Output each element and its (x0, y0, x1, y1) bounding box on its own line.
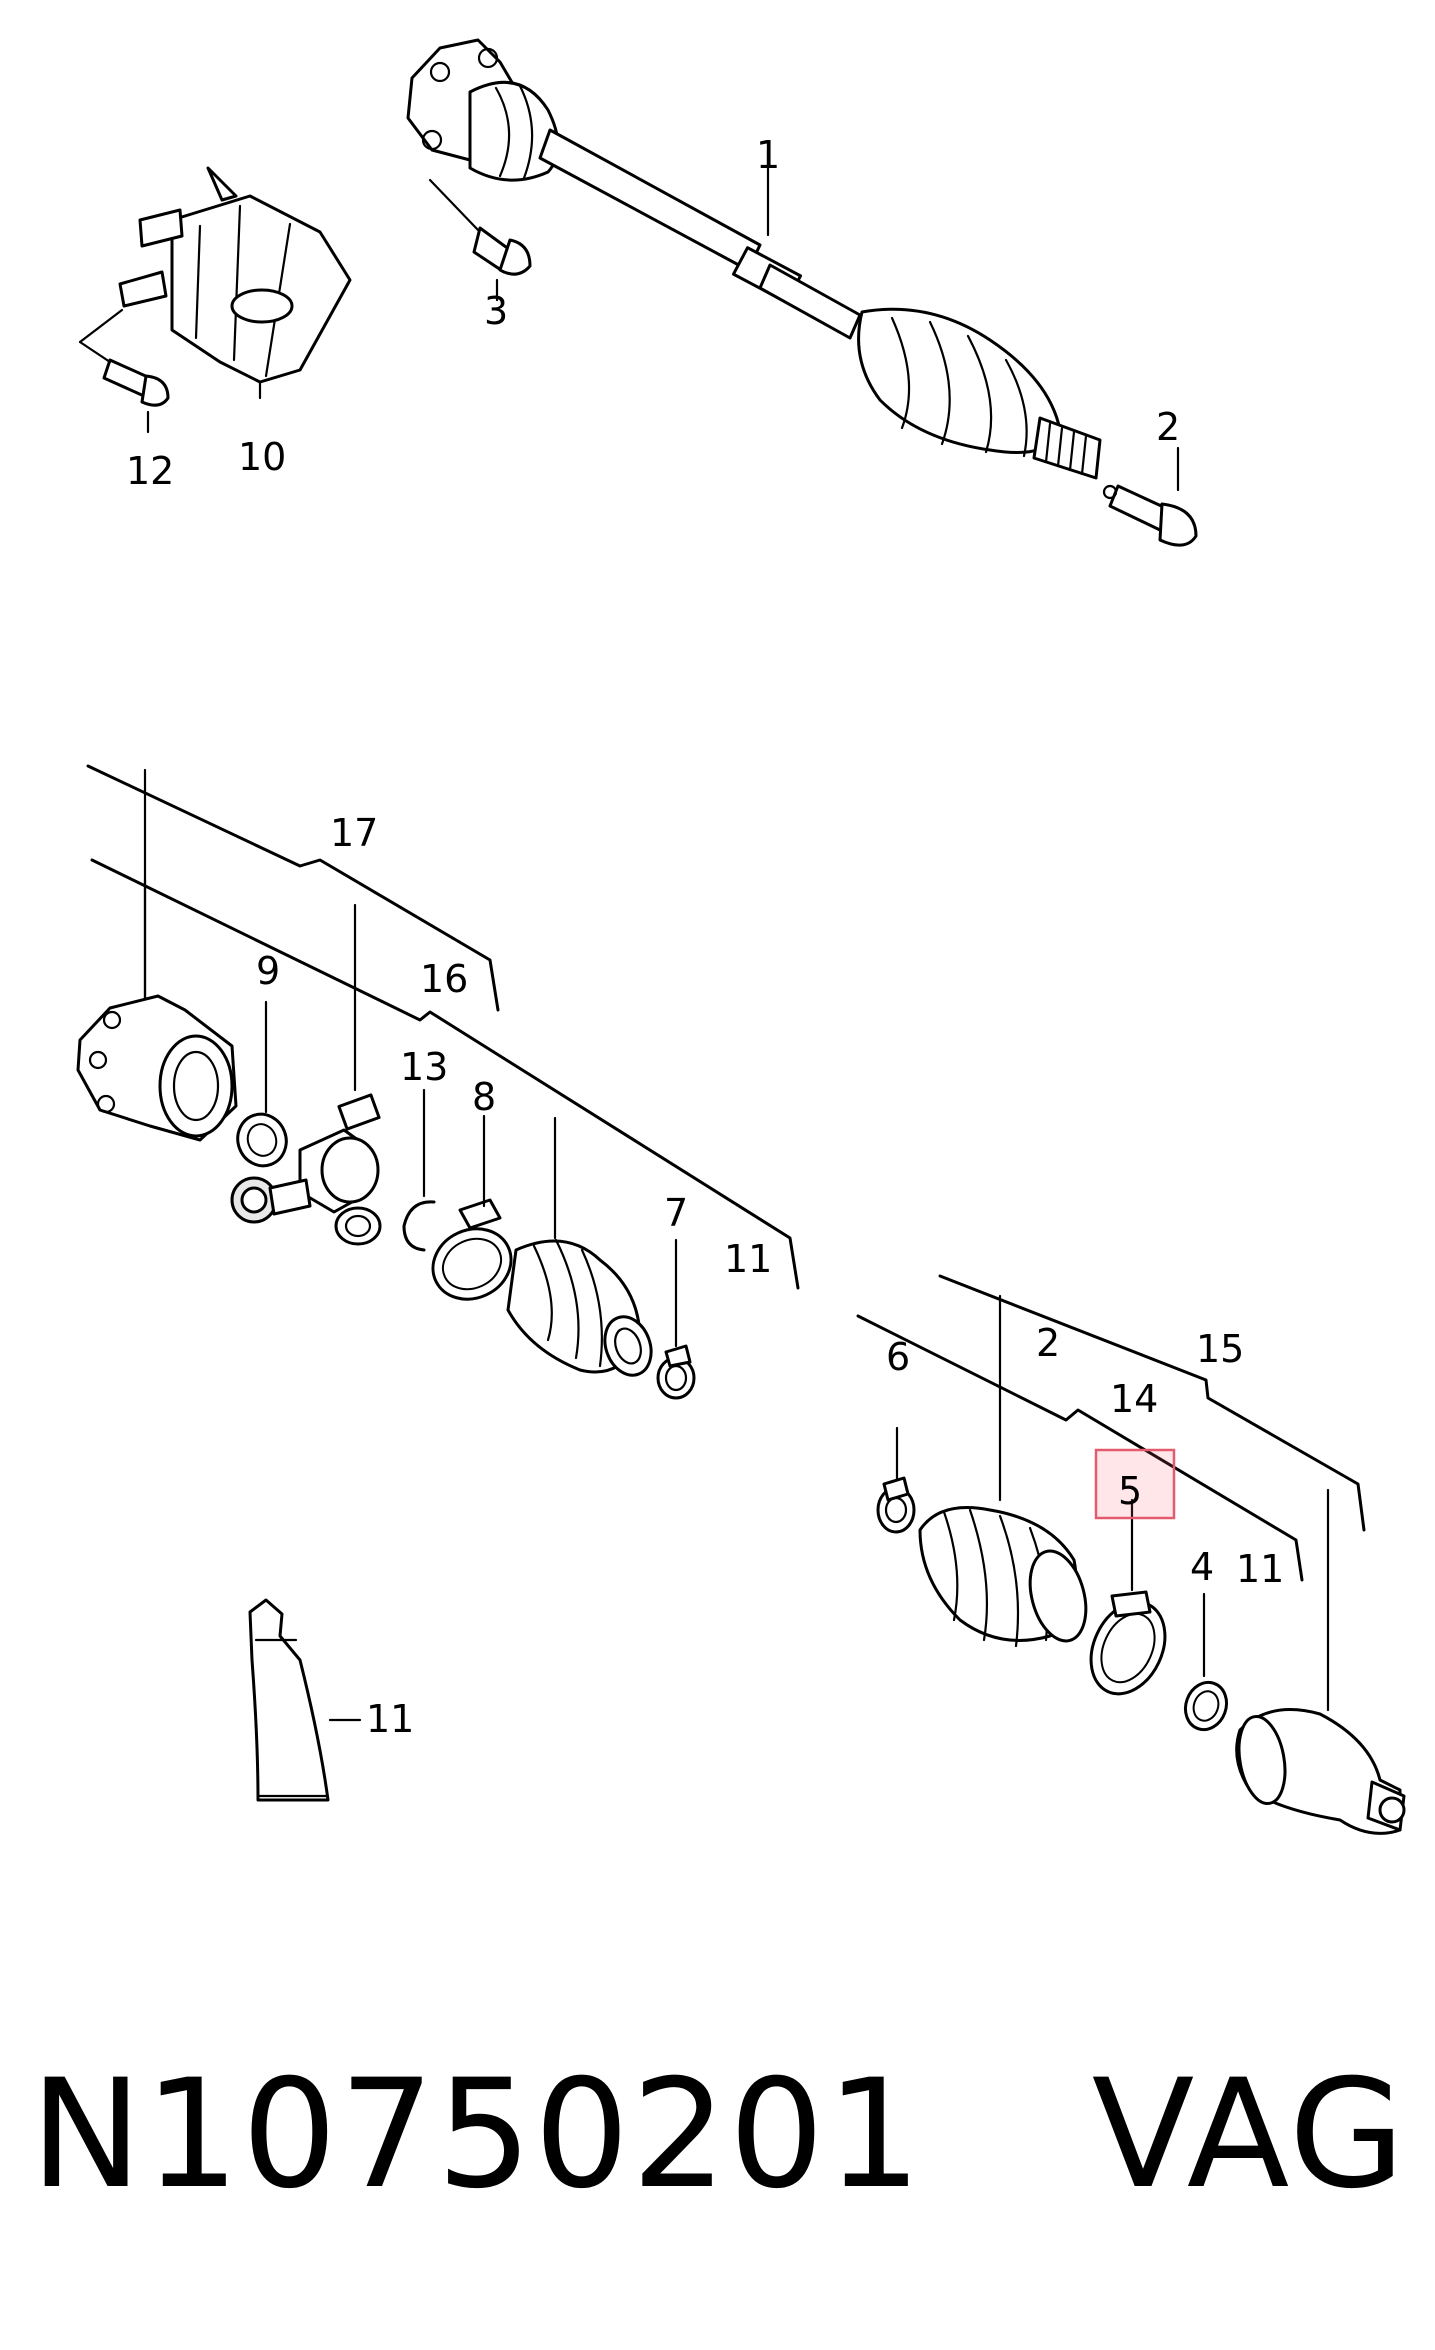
boot-inner-part (506, 1238, 653, 1377)
callout-8: 8 (472, 1075, 496, 1119)
callout-12: 12 (126, 449, 174, 493)
callout-7: 7 (664, 1191, 688, 1235)
clip-part-6 (876, 1476, 916, 1534)
bracket-16 (90, 858, 800, 1290)
flange-housing-part (76, 994, 238, 1142)
callout-13: 13 (400, 1045, 448, 1089)
clamp-part-8 (431, 1114, 513, 1301)
callout-14: 14 (1110, 1377, 1158, 1421)
clamp-part-5 (1089, 1498, 1167, 1696)
boot-outer-part (918, 1506, 1088, 1648)
callout-11: 11 (366, 1697, 414, 1741)
grease-tube-part-11 (248, 1598, 362, 1802)
bracket-15 (938, 1274, 1366, 1532)
highlight-box-5 (1094, 1448, 1176, 1520)
callout-1: 1 (756, 133, 780, 177)
callout-17: 17 (330, 811, 378, 855)
bolt-part-3 (428, 178, 532, 302)
callout-4: 4 (1190, 1545, 1214, 1589)
circlip-part-9 (236, 1000, 288, 1168)
heat-shield-part-10 (78, 166, 352, 400)
outer-joint-part (1235, 1708, 1406, 1835)
callout-2: 2 (1036, 1321, 1060, 1365)
callout-5: 5 (1118, 1469, 1142, 1513)
callout-6: 6 (886, 1335, 910, 1379)
callout-16: 16 (420, 957, 468, 1001)
part-number: N10750201 (30, 2048, 924, 2222)
callout-2: 2 (1156, 405, 1180, 449)
bracket-17 (86, 764, 500, 1012)
snap-ring-part-13 (402, 1088, 436, 1252)
tripod-joint-part (230, 1093, 382, 1246)
callout-9: 9 (256, 949, 280, 993)
callout-11: 11 (1236, 1547, 1284, 1591)
callout-15: 15 (1196, 1327, 1244, 1371)
bolt-part-2 (1102, 446, 1198, 547)
clip-part-7 (656, 1238, 696, 1400)
callout-11: 11 (724, 1237, 772, 1281)
callout-10: 10 (238, 435, 286, 479)
circlip-part-4 (1183, 1592, 1229, 1732)
drive-shaft-assembly (406, 38, 1102, 480)
bracket-14 (856, 1314, 1304, 1582)
brand-name: VAG (1091, 2048, 1407, 2222)
callout-3: 3 (484, 289, 508, 333)
bolt-part-12 (78, 340, 170, 434)
